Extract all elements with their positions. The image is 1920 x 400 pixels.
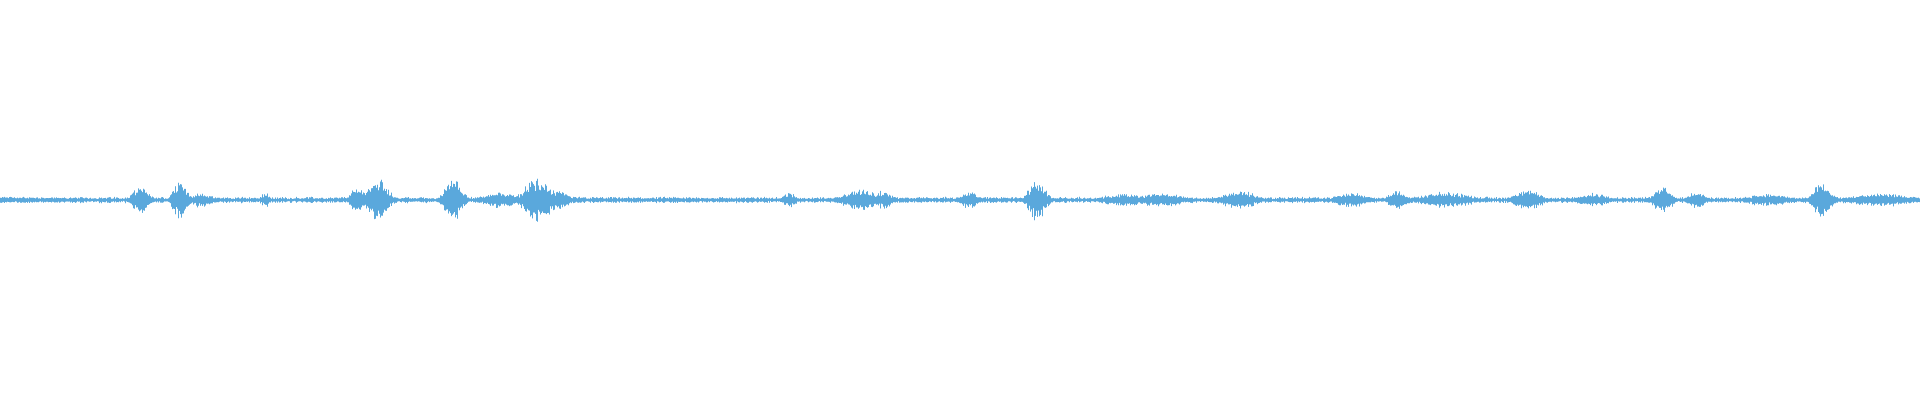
waveform-signal [0,178,1920,222]
